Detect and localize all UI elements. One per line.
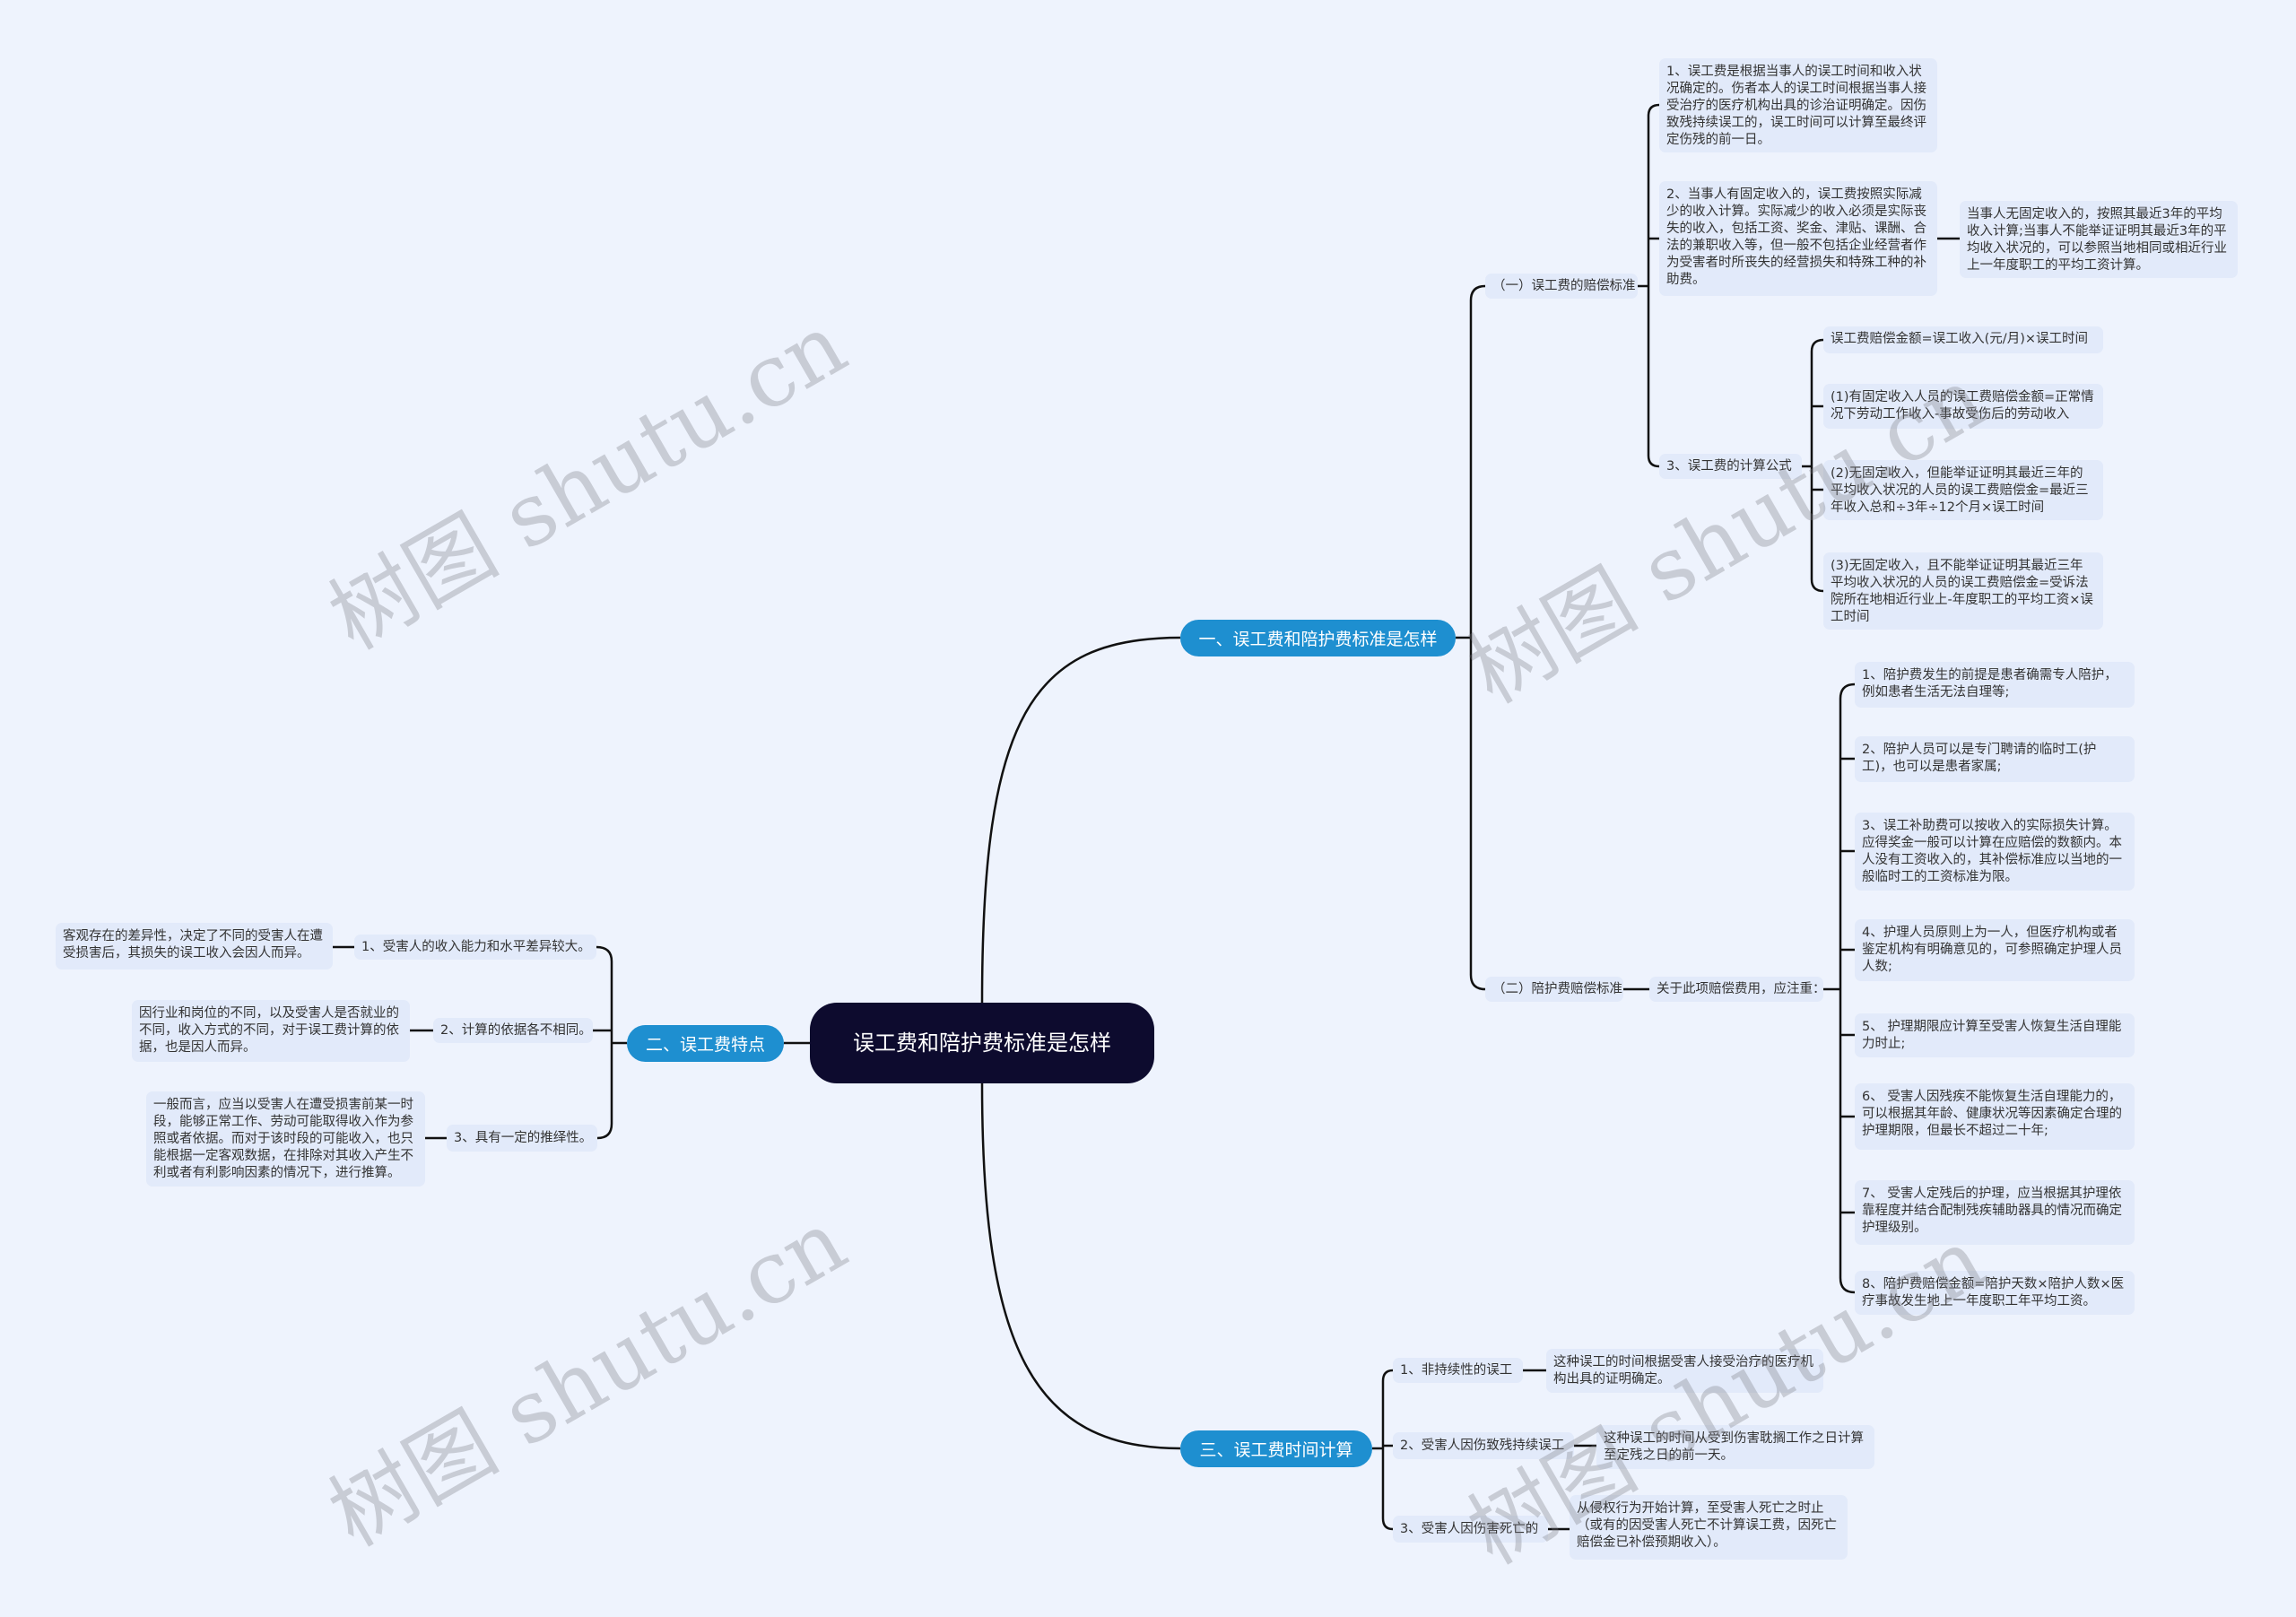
characteristic-3-detail[interactable]: 一般而言，应当以受害人在遭受损害前某一时段，能够正常工作、劳动可能取得收入作为参… bbox=[146, 1091, 425, 1187]
time-case-1-detail[interactable]: 这种误工的时间根据受害人接受治疗的医疗机构出具的证明确定。 bbox=[1546, 1349, 1823, 1393]
time-case-3-label[interactable]: 3、受害人因伤害死亡的 bbox=[1393, 1516, 1548, 1543]
care-item-1[interactable]: 1、陪护费发生的前提是患者确需专人陪护，例如患者生活无法自理等; bbox=[1855, 662, 2135, 708]
care-item-8[interactable]: 8、陪护费赔偿金额=陪护天数×陪护人数×医疗事故发生地上一年度职工年平均工资。 bbox=[1855, 1271, 2135, 1315]
care-intro[interactable]: 关于此项赔偿费用，应注重： bbox=[1649, 977, 1826, 1002]
formula-2[interactable]: (2)无固定收入，但能举证证明其最近三年的平均收入状况的人员的误工费赔偿金=最近… bbox=[1823, 460, 2103, 520]
characteristic-2-label[interactable]: 2、计算的依据各不相同。 bbox=[433, 1018, 593, 1043]
characteristic-3-label[interactable]: 3、具有一定的推绎性。 bbox=[447, 1125, 597, 1152]
formula-0[interactable]: 误工费赔偿金额=误工收入(元/月)×误工时间 bbox=[1823, 326, 2103, 353]
lost-wage-item-2-note[interactable]: 当事人无固定收入的，按照其最近3年的平均收入计算;当事人不能举证证明其最近3年的… bbox=[1960, 201, 2238, 278]
formula-1[interactable]: (1)有固定收入人员的误工费赔偿金额=正常情况下劳动工作收入-事故受伤后的劳动收… bbox=[1823, 384, 2103, 429]
sub-care-standard[interactable]: （二）陪护费赔偿标准 bbox=[1485, 977, 1623, 1002]
formula-3[interactable]: (3)无固定收入，且不能举证证明其最近三年平均收入状况的人员的误工费赔偿金=受诉… bbox=[1823, 552, 2103, 630]
lost-wage-item-2[interactable]: 2、当事人有固定收入的，误工费按照实际减少的收入计算。实际减少的收入必须是实际丧… bbox=[1659, 181, 1937, 296]
time-case-3-detail[interactable]: 从侵权行为开始计算，至受害人死亡之时止（或有的因受害人死亡不计算误工费，因死亡赔… bbox=[1570, 1495, 1848, 1560]
time-case-1-label[interactable]: 1、非持续性的误工 bbox=[1393, 1358, 1523, 1383]
branch-standards[interactable]: 一、误工费和陪护费标准是怎样 bbox=[1180, 620, 1456, 656]
characteristic-2-detail[interactable]: 因行业和岗位的不同，以及受害人是否就业的不同，收入方式的不同，对于误工费计算的依… bbox=[132, 1000, 410, 1062]
care-item-5[interactable]: 5、 护理期限应计算至受害人恢复生活自理能力时止; bbox=[1855, 1013, 2135, 1057]
care-item-3[interactable]: 3、误工补助费可以按收入的实际损失计算。应得奖金一般可以计算在应赔偿的数额内。本… bbox=[1855, 813, 2135, 891]
branch-characteristics[interactable]: 二、误工费特点 bbox=[627, 1025, 784, 1062]
time-case-2-detail[interactable]: 这种误工的时间从受到伤害耽搁工作之日计算至定残之日的前一天。 bbox=[1596, 1425, 1874, 1469]
care-item-6[interactable]: 6、 受害人因残疾不能恢复生活自理能力的，可以根据其年龄、健康状况等因素确定合理… bbox=[1855, 1083, 2135, 1150]
root-topic[interactable]: 误工费和陪护费标准是怎样 bbox=[810, 1003, 1154, 1083]
care-item-4[interactable]: 4、护理人员原则上为一人，但医疗机构或者鉴定机构有明确意见的，可参照确定护理人员… bbox=[1855, 919, 2135, 981]
formula-label[interactable]: 3、误工费的计算公式 bbox=[1659, 454, 1802, 479]
characteristic-1-label[interactable]: 1、受害人的收入能力和水平差异较大。 bbox=[354, 935, 596, 960]
time-case-2-label[interactable]: 2、受害人因伤致残持续误工 bbox=[1393, 1432, 1574, 1459]
care-item-2[interactable]: 2、陪护人员可以是专门聘请的临时工(护工)，也可以是患者家属; bbox=[1855, 736, 2135, 782]
characteristic-1-detail[interactable]: 客观存在的差异性，决定了不同的受害人在遭受损害后，其损失的误工收入会因人而异。 bbox=[56, 923, 333, 969]
lost-wage-item-1[interactable]: 1、误工费是根据当事人的误工时间和收入状况确定的。伤者本人的误工时间根据当事人接… bbox=[1659, 58, 1937, 152]
sub-lost-wage-standard[interactable]: （一）误工费的赔偿标准 bbox=[1485, 274, 1638, 299]
care-item-7[interactable]: 7、 受害人定残后的护理，应当根据其护理依靠程度并结合配制残疾辅助器具的情况而确… bbox=[1855, 1180, 2135, 1245]
branch-time-calculation[interactable]: 三、误工费时间计算 bbox=[1180, 1430, 1372, 1467]
